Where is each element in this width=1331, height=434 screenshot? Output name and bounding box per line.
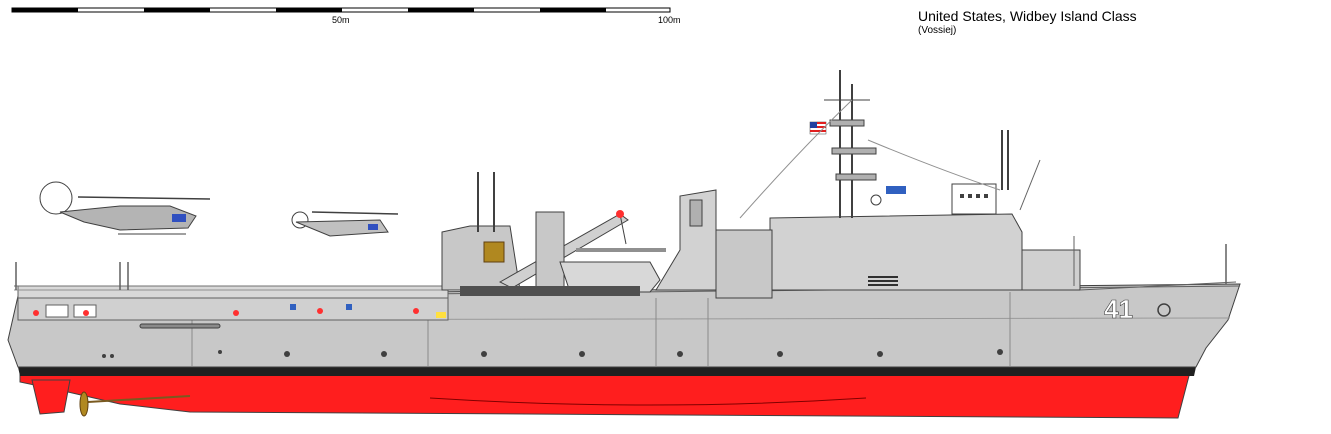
superstructure [655,70,1237,299]
helicopter-ch53 [39,181,211,235]
scale-label-100m: 100m [658,15,681,25]
us-flag [809,121,827,135]
well-deck [14,262,449,321]
scale-bar [11,7,671,13]
helicopter-ch46 [291,211,399,237]
caption-title: United States, Widbey Island Class [918,8,1137,24]
hull-number: 41 [1104,294,1133,324]
ship-hull [7,283,1241,419]
propeller [79,391,191,417]
crane [441,172,666,296]
caption-author: (Vossiej) [918,25,957,36]
scale-label-50m: 50m [332,15,350,25]
